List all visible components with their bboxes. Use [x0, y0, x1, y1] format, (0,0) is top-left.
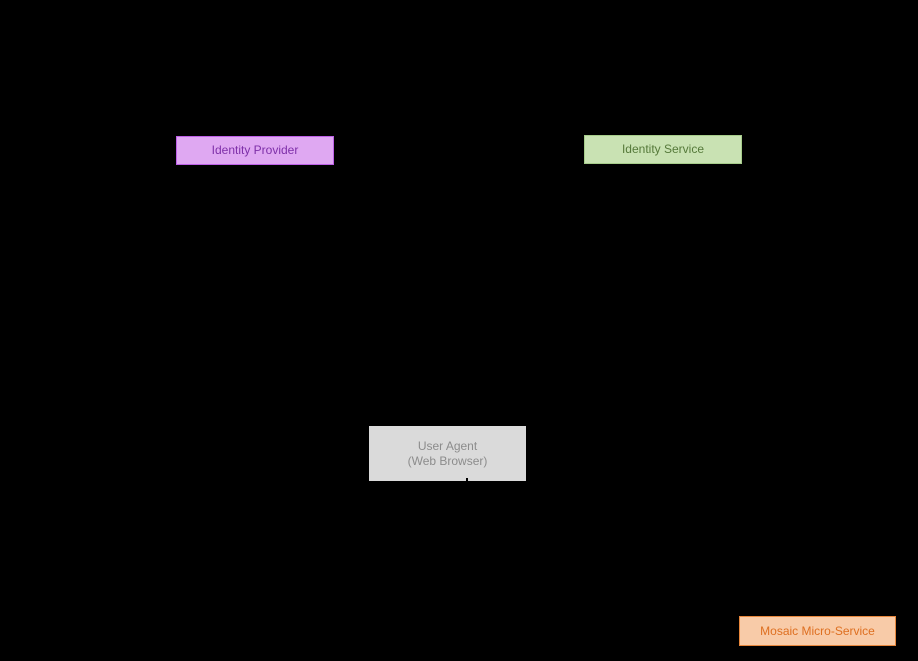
participant-identity-provider-label: Identity Provider — [211, 143, 299, 157]
participant-mosaic-micro-service-label: Mosaic Micro-Service — [760, 623, 875, 638]
participant-identity-provider: Identity Provider — [176, 136, 334, 165]
participant-user-agent-label-line1: User Agent — [417, 438, 478, 453]
participant-identity-service: Identity Service — [584, 135, 742, 164]
participant-user-agent-label-line2: (Web Browser) — [407, 453, 488, 468]
participant-user-agent: User Agent (Web Browser) — [369, 426, 526, 481]
lifeline-notch-artifact — [466, 478, 468, 481]
participant-identity-service-label: Identity Service — [621, 142, 705, 156]
participant-mosaic-micro-service: Mosaic Micro-Service — [739, 616, 896, 646]
